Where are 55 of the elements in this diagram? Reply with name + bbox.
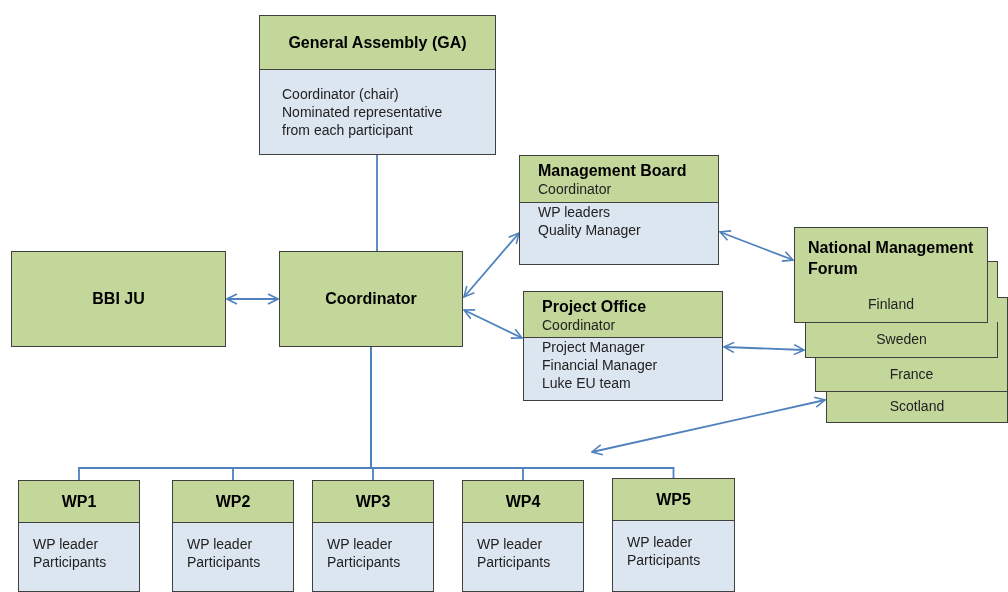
box-text: Sweden — [875, 330, 928, 349]
org-box — [18, 480, 140, 592]
arrow — [463, 309, 523, 339]
org-box — [462, 480, 584, 592]
box-text: WP leaders — [538, 203, 612, 221]
connector-line — [376, 154, 378, 252]
box-heading: WP2 — [215, 491, 251, 512]
arrow — [226, 293, 279, 305]
org-box — [794, 227, 988, 323]
box-text: Finland — [867, 295, 915, 314]
box-heading: Coordinator — [325, 289, 417, 309]
org-box — [172, 480, 294, 592]
box-text: Participants — [327, 553, 402, 571]
org-box — [259, 15, 496, 155]
box-text: Participants — [33, 553, 108, 571]
box-text: WP leader — [627, 533, 694, 551]
arrow — [463, 232, 520, 298]
box-text: WP leader — [187, 535, 254, 553]
stacked-box — [826, 391, 1008, 423]
box-text: France — [888, 364, 935, 384]
box-text: Participants — [477, 553, 552, 571]
stacked-box — [805, 322, 998, 358]
box-heading: WP5 — [656, 489, 691, 510]
box-text: Participants — [187, 553, 262, 571]
box-text: WP leader — [477, 535, 544, 553]
box-text: Project Manager — [542, 338, 646, 356]
box-text: WP leader — [327, 535, 394, 553]
org-box — [612, 478, 735, 592]
org-box — [312, 480, 434, 592]
box-text: Coordinator (chair) — [282, 85, 400, 103]
box-heading: National Management Forum — [808, 238, 974, 279]
org-box — [523, 291, 723, 401]
box-text: Participants — [627, 551, 702, 569]
org-box — [519, 155, 719, 265]
box-text: Scotland — [888, 397, 946, 416]
box-heading: BBI JU — [92, 289, 145, 309]
box-text: WP leader — [33, 535, 100, 553]
org-box — [11, 251, 226, 347]
box-text: Financial Manager — [542, 356, 659, 374]
box-heading: Management Board — [538, 161, 688, 181]
arrow — [719, 230, 794, 262]
arrow — [591, 396, 826, 456]
box-text: Coordinator — [542, 316, 617, 333]
box-heading: WP3 — [355, 491, 391, 512]
box-heading: General Assembly (GA) — [288, 32, 467, 53]
box-heading: Project Office — [542, 296, 648, 317]
box-text: Coordinator — [538, 181, 613, 197]
arrow — [723, 341, 805, 356]
box-text: Luke EU team — [542, 374, 632, 392]
box-heading: WP1 — [61, 491, 97, 512]
box-heading: WP4 — [505, 491, 541, 512]
box-text: Nominated representative from each participant — [282, 103, 444, 139]
org-box — [279, 251, 463, 347]
box-text: Quality Manager — [538, 221, 642, 239]
stacked-box — [815, 357, 1008, 392]
